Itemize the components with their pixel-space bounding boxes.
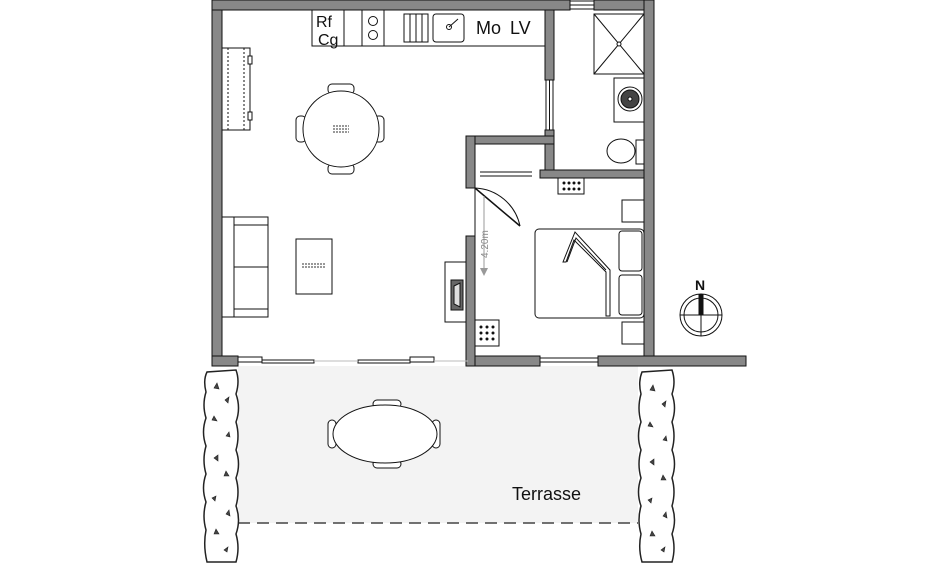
walls: [211, 0, 747, 367]
hedge-right: [637, 369, 676, 563]
toilet: [606, 138, 645, 165]
slider-door-5: [539, 357, 599, 363]
tv-unit: [444, 261, 467, 323]
burner-1: [368, 16, 378, 26]
slider-door-2: [261, 359, 315, 364]
slider-door-4: [409, 356, 435, 363]
fridge: [311, 9, 345, 47]
coffee-table: [295, 238, 333, 295]
bedroom-door: [474, 187, 521, 236]
shower: [593, 13, 645, 75]
round-dining-table: [295, 83, 385, 175]
label-fridge: Rf: [316, 14, 333, 31]
sofa: [221, 216, 269, 318]
slider-door-1: [237, 356, 263, 363]
pillow-top: [618, 230, 643, 272]
wall-bedroom-west-top: [465, 135, 476, 189]
label-dishwasher: Mo: [476, 18, 501, 38]
wall-south-right: [597, 355, 747, 367]
terrace-label: Terrasse: [512, 484, 581, 504]
wall-west: [211, 0, 223, 365]
wall-shelf: [221, 47, 253, 131]
compass-north-label: N: [695, 277, 705, 293]
radiator-bath: [557, 177, 585, 195]
height-dimension: 4.20m: [480, 196, 491, 276]
kitchen-counter: [311, 9, 546, 47]
nightstand-bottom: [621, 321, 645, 345]
wall-partition-bath: [544, 9, 555, 81]
wall-north-left: [211, 0, 571, 11]
label-freezer: Cg: [318, 32, 338, 49]
pillow-bottom: [618, 274, 643, 316]
cooktop: [361, 9, 385, 47]
double-bed: [534, 199, 645, 345]
radiator-living: [474, 319, 500, 347]
burner-2: [368, 30, 378, 40]
terrace-table: [327, 399, 441, 469]
windows: [545, 0, 595, 131]
slider-door-3: [357, 359, 411, 364]
wall-bedroom-west-low: [465, 235, 476, 367]
wall-bath-bedroom: [539, 169, 645, 179]
washbasin: [613, 77, 645, 123]
hedge-left: [202, 369, 240, 563]
nightstand-top: [621, 199, 645, 223]
wall-east: [643, 0, 655, 367]
height-dim-label: 4.20m: [480, 230, 491, 258]
sliding-doors: [237, 356, 599, 364]
label-washer: LV: [510, 18, 531, 38]
compass-icon: [679, 293, 723, 337]
wall-south-left: [211, 355, 239, 367]
wall-south-mid: [467, 355, 541, 367]
wall-bedroom-top: [465, 135, 555, 145]
